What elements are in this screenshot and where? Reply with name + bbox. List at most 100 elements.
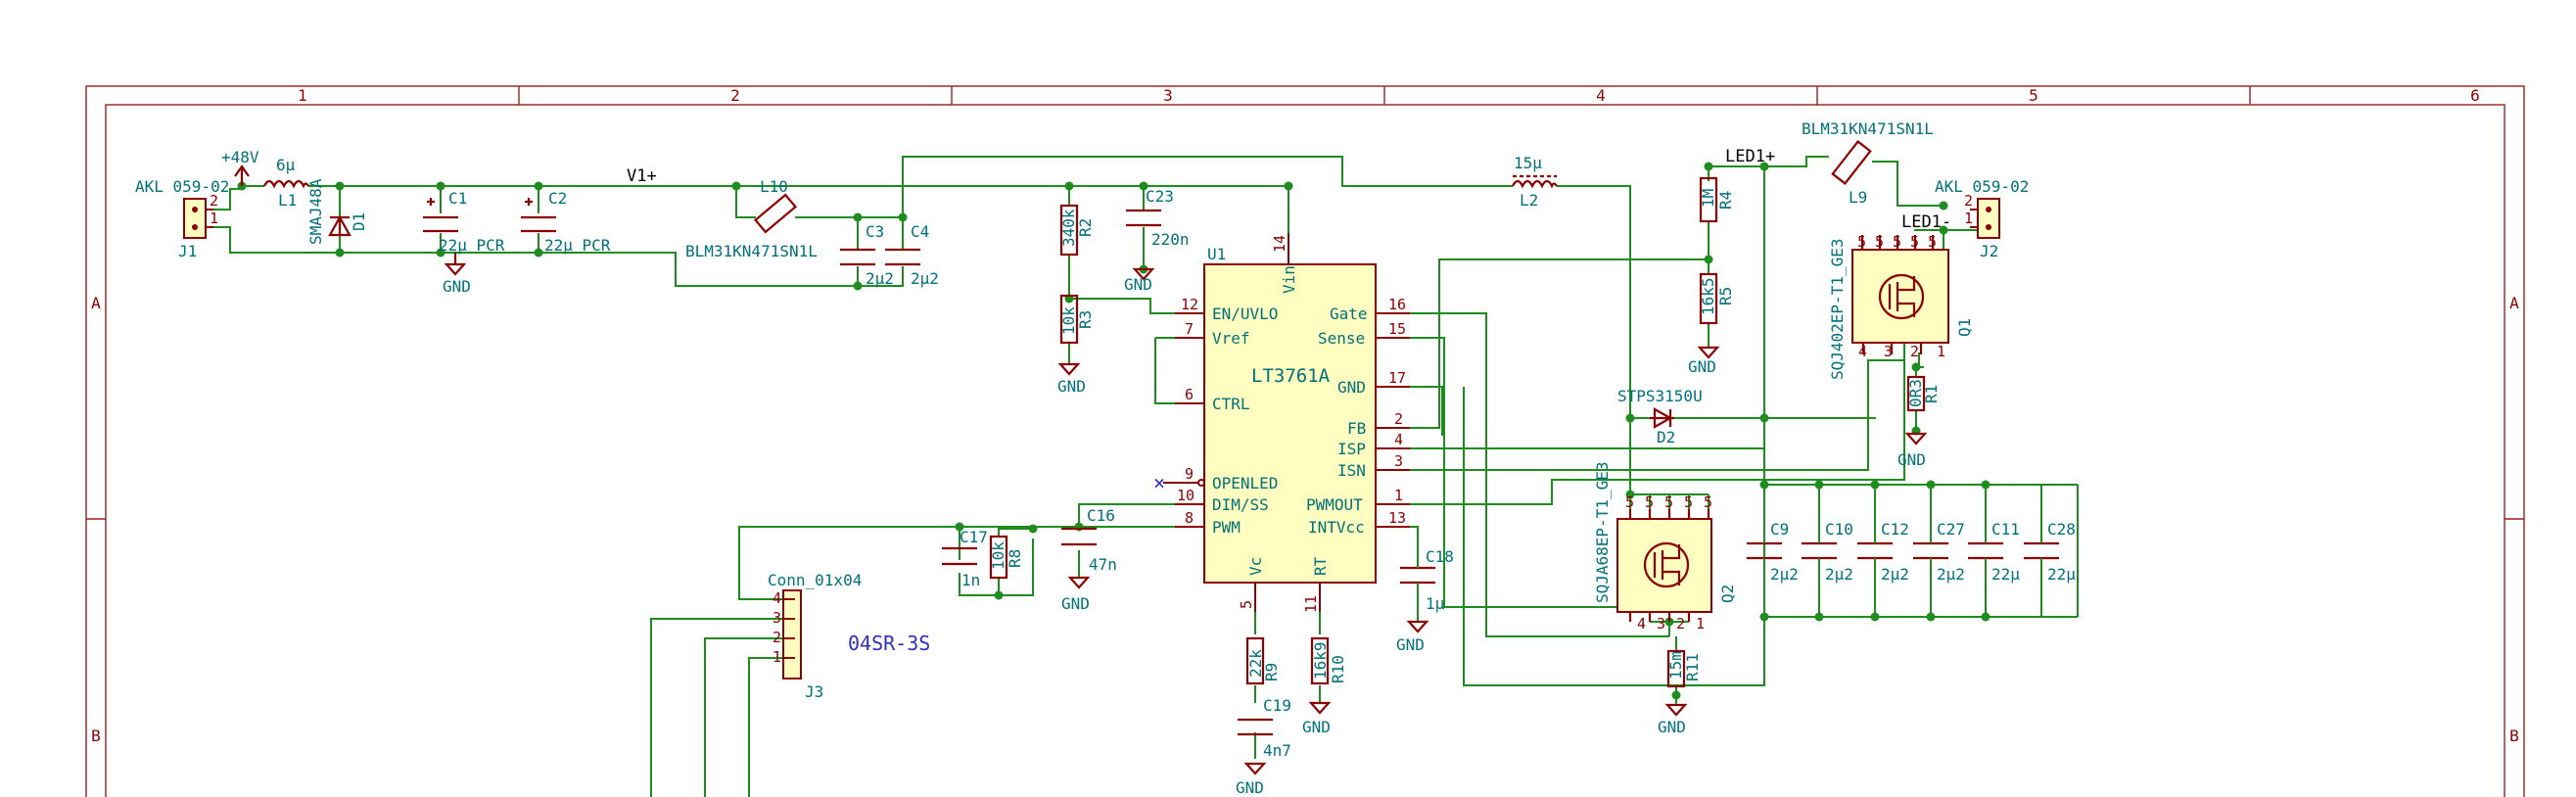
c27-value: 2µ2 bbox=[1937, 565, 1965, 584]
svg-text:5: 5 bbox=[1928, 233, 1937, 251]
inductor-l2[interactable]: L2 15µ bbox=[1512, 154, 1558, 210]
capacitor-c12[interactable]: C12 2µ2 bbox=[1857, 520, 1909, 584]
capacitor-c4[interactable]: C4 2µ2 bbox=[885, 222, 939, 288]
svg-text:4: 4 bbox=[1858, 343, 1867, 360]
resistor-r8[interactable]: R8 10k bbox=[989, 535, 1024, 580]
u1-pin-gate: Gate bbox=[1330, 305, 1368, 323]
svg-text:5: 5 bbox=[1857, 233, 1866, 251]
capacitor-c11[interactable]: C11 22µ bbox=[1968, 520, 2020, 584]
u1-pin-pwmout: PWMOUT bbox=[1306, 495, 1363, 514]
r9-ref: R9 bbox=[1262, 663, 1281, 681]
l10-value: BLM31KN471SN1L bbox=[685, 242, 818, 260]
gnd-symbol-c16: GND bbox=[1061, 576, 1091, 613]
u1-pin-ctrl: CTRL bbox=[1212, 395, 1250, 413]
connector-j1[interactable]: 2 1 J1 AKL 059-02 bbox=[135, 177, 229, 260]
gnd-symbol-c1: GND bbox=[443, 253, 471, 296]
gnd-label: GND bbox=[443, 277, 471, 296]
j1-pin1: 1 bbox=[210, 210, 218, 227]
u1-pin-10: 10 bbox=[1177, 487, 1194, 504]
d1-ref: D1 bbox=[350, 212, 368, 231]
capacitor-c2[interactable]: C2 22µ PCR bbox=[521, 189, 611, 255]
resistor-r3[interactable]: R3 10k bbox=[1059, 294, 1095, 345]
svg-text:5: 5 bbox=[1704, 493, 1712, 511]
r10-ref: R10 bbox=[1329, 655, 1347, 683]
capacitor-c28[interactable]: C28 22µ bbox=[2024, 520, 2076, 584]
resistor-r4[interactable]: R4 1M bbox=[1699, 176, 1735, 223]
u1-pin-sense: Sense bbox=[1318, 329, 1365, 348]
j3-ref: J3 bbox=[805, 682, 823, 701]
ferrite-l9[interactable]: L9 BLM31KN471SN1L bbox=[1802, 119, 1934, 207]
c11-value: 22µ bbox=[1991, 565, 2020, 584]
c9-value: 2µ2 bbox=[1770, 565, 1799, 584]
capacitor-c17[interactable]: C17 1n bbox=[942, 528, 988, 589]
capacitor-c16[interactable]: C16 47n bbox=[1061, 506, 1117, 574]
j1-ref: J1 bbox=[178, 242, 197, 260]
connector-j2[interactable]: 2 1 J2 AKL 059-02 bbox=[1935, 177, 2029, 260]
u1-pin-4: 4 bbox=[1394, 431, 1403, 448]
resistor-r10[interactable]: R10 16k9 bbox=[1310, 636, 1347, 685]
capacitor-c19[interactable]: C19 4n7 bbox=[1238, 696, 1291, 760]
capacitor-c18[interactable]: C18 1µ bbox=[1400, 547, 1454, 622]
c16-ref: C16 bbox=[1087, 506, 1115, 525]
diode-d1[interactable]: D1 SMAJ48A bbox=[306, 178, 368, 245]
svg-text:5: 5 bbox=[1875, 233, 1884, 251]
r2-value: 340k bbox=[1059, 209, 1078, 247]
inductor-l1[interactable]: L1 6µ bbox=[263, 156, 309, 210]
j3-pin4: 4 bbox=[773, 589, 781, 607]
connector-j3[interactable]: 4 3 2 1 J3 Conn_01x04 bbox=[768, 571, 862, 701]
gnd-symbol-r5: GND bbox=[1688, 346, 1720, 376]
resistor-r9[interactable]: R9 22k bbox=[1245, 636, 1281, 685]
u1-pin-13: 13 bbox=[1388, 509, 1406, 527]
junctions bbox=[237, 162, 1991, 700]
svg-text:5: 5 bbox=[1910, 233, 1919, 251]
gnd-label-c23: GND bbox=[1124, 275, 1152, 294]
net-v1: V1+ bbox=[627, 166, 657, 186]
c4-ref: C4 bbox=[911, 222, 929, 241]
r11-ref: R11 bbox=[1683, 653, 1702, 681]
ferrite-l10[interactable]: L10 BLM31KN471SN1L bbox=[685, 177, 818, 260]
border-col-2: 2 bbox=[730, 86, 740, 105]
u1-pin-dim-ss: DIM/SS bbox=[1212, 495, 1269, 514]
j2-ref: J2 bbox=[1980, 242, 1998, 260]
resistor-r5[interactable]: R5 16k5 bbox=[1699, 272, 1735, 325]
border-row-b-left: B bbox=[91, 727, 101, 745]
capacitor-c3[interactable]: C3 2µ2 bbox=[840, 222, 894, 288]
resistor-r11[interactable]: R11 15m bbox=[1666, 649, 1702, 688]
c10-value: 2µ2 bbox=[1825, 565, 1853, 584]
c18-value: 1µ bbox=[1426, 594, 1445, 613]
j1-value: AKL 059-02 bbox=[135, 177, 229, 196]
capacitor-c27[interactable]: C27 2µ2 bbox=[1913, 520, 1965, 584]
c17-value: 1n bbox=[961, 571, 980, 589]
capacitor-c1[interactable]: C1 22µ PCR bbox=[423, 189, 505, 255]
c19-value: 4n7 bbox=[1263, 741, 1291, 760]
svg-text:5: 5 bbox=[1684, 493, 1693, 511]
power-48v: +48V bbox=[221, 148, 259, 186]
ic-u1[interactable]: U1 LT3761A 14 Vin 12 EN/UVLO 7 Vref 6 CT… bbox=[1153, 233, 1410, 613]
u1-pin-8: 8 bbox=[1185, 509, 1194, 527]
c23-ref: C23 bbox=[1146, 187, 1174, 206]
gnd-symbol-c23: GND bbox=[1124, 267, 1155, 294]
u1-pin-11: 11 bbox=[1302, 595, 1320, 613]
capacitor-c23[interactable]: C23 220n bbox=[1126, 187, 1190, 249]
gnd-label-c19: GND bbox=[1236, 778, 1264, 797]
resistor-r2[interactable]: R2 340k bbox=[1059, 204, 1095, 257]
capacitor-c9[interactable]: C9 2µ2 bbox=[1747, 520, 1799, 584]
resistor-r1[interactable]: R1 0R3 bbox=[1906, 375, 1941, 412]
c9-ref: C9 bbox=[1770, 520, 1789, 539]
svg-text:5: 5 bbox=[1645, 493, 1654, 511]
svg-text:3: 3 bbox=[1884, 343, 1893, 360]
r1-ref: R1 bbox=[1922, 385, 1941, 403]
u1-pin-6: 6 bbox=[1185, 386, 1194, 403]
j2-pin2: 2 bbox=[1964, 192, 1973, 210]
diode-d2[interactable]: D2 STPS3150U bbox=[1617, 387, 1703, 446]
u1-pin-14: 14 bbox=[1271, 235, 1288, 253]
u1-pin-isp: ISP bbox=[1337, 440, 1366, 458]
capacitor-c10[interactable]: C10 2µ2 bbox=[1802, 520, 1853, 584]
u1-pin-1: 1 bbox=[1394, 487, 1403, 504]
c12-value: 2µ2 bbox=[1881, 565, 1909, 584]
border-col-5: 5 bbox=[2029, 86, 2038, 105]
border-row-a-right: A bbox=[2509, 294, 2519, 312]
gnd-label-c16: GND bbox=[1061, 594, 1090, 613]
